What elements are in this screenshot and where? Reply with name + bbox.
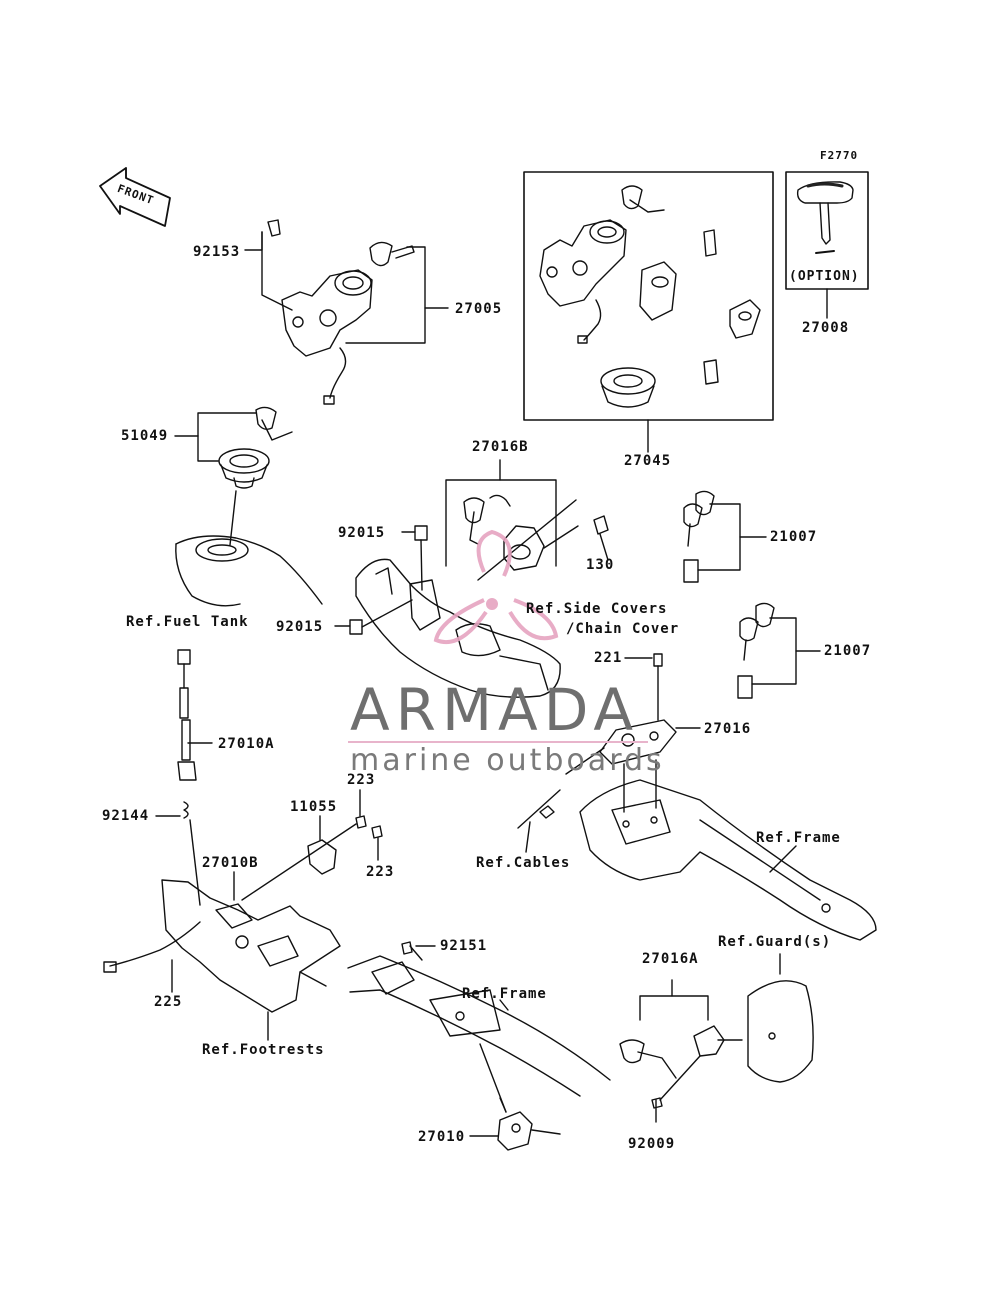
part-92153: 92153 xyxy=(193,244,241,260)
watermark-tagline: marine outboards xyxy=(350,743,665,778)
part-130: 130 xyxy=(586,557,615,573)
key-cylinder-icon xyxy=(737,602,775,699)
part-27016b: 27016B xyxy=(472,439,529,455)
fuel-cap-icon xyxy=(218,406,293,489)
part-92015-lower: 92015 xyxy=(276,619,324,635)
part-21007-upper: 21007 xyxy=(770,529,818,545)
ref-frame-rear: Ref.Frame xyxy=(756,830,841,846)
ref-guards: Ref.Guard(s) xyxy=(718,934,832,950)
part-92009: 92009 xyxy=(628,1136,676,1152)
switch-sensor-icon xyxy=(177,649,197,819)
option-key-icon xyxy=(796,181,854,254)
ref-chain-cover: /Chain Cover xyxy=(566,621,680,637)
guard-icon xyxy=(747,953,814,1083)
watermark-brand: ARMADA xyxy=(350,676,640,744)
bracket-icon xyxy=(307,839,337,875)
part-51049: 51049 xyxy=(121,428,169,444)
watermark-logo-icon xyxy=(433,529,559,645)
seat-catch-icon xyxy=(599,719,677,765)
part-223-lower: 223 xyxy=(366,864,395,880)
part-27010: 27010 xyxy=(418,1129,466,1145)
side-cover-icon xyxy=(355,558,561,698)
ignition-switch-icon xyxy=(267,219,415,405)
seat-lock-icon xyxy=(463,494,609,581)
part-92151: 92151 xyxy=(440,938,488,954)
ref-fuel-tank: Ref.Fuel Tank xyxy=(126,614,249,630)
fuel-tank-icon xyxy=(175,535,323,607)
part-27016a: 27016A xyxy=(642,951,699,967)
ref-side-covers: Ref.Side Covers xyxy=(526,601,668,617)
ref-footrests: Ref.Footrests xyxy=(202,1042,325,1058)
part-27010a: 27010A xyxy=(218,736,275,752)
part-92144: 92144 xyxy=(102,808,150,824)
part-27008: 27008 xyxy=(802,320,850,336)
part-11055: 11055 xyxy=(290,799,338,815)
set-contents-icon xyxy=(539,185,761,408)
part-21007-lower: 21007 xyxy=(824,643,872,659)
part-221: 221 xyxy=(594,650,623,666)
bolt-icon xyxy=(653,653,663,667)
watermark-underline xyxy=(348,741,648,743)
part-223-upper: 223 xyxy=(347,772,376,788)
part-27045: 27045 xyxy=(624,453,672,469)
main-frame-icon xyxy=(347,941,611,1097)
ref-frame-main: Ref.Frame xyxy=(462,986,547,1002)
key-cylinder-icon xyxy=(683,490,715,583)
figure-code: F2770 xyxy=(820,149,859,162)
ref-cables: Ref.Cables xyxy=(476,855,571,871)
part-27010b: 27010B xyxy=(202,855,259,871)
part-92015-upper: 92015 xyxy=(338,525,386,541)
set-box-27045 xyxy=(523,171,774,421)
helmet-lock-icon xyxy=(619,1025,743,1079)
part-27005: 27005 xyxy=(455,301,503,317)
option-label: (OPTION) xyxy=(789,269,860,284)
front-arrow-icon xyxy=(99,167,171,227)
part-27016: 27016 xyxy=(704,721,752,737)
rear-frame-icon xyxy=(579,759,877,941)
footrest-bracket-icon xyxy=(103,879,341,1013)
neutral-switch-icon xyxy=(497,1097,561,1151)
part-225: 225 xyxy=(154,994,183,1010)
